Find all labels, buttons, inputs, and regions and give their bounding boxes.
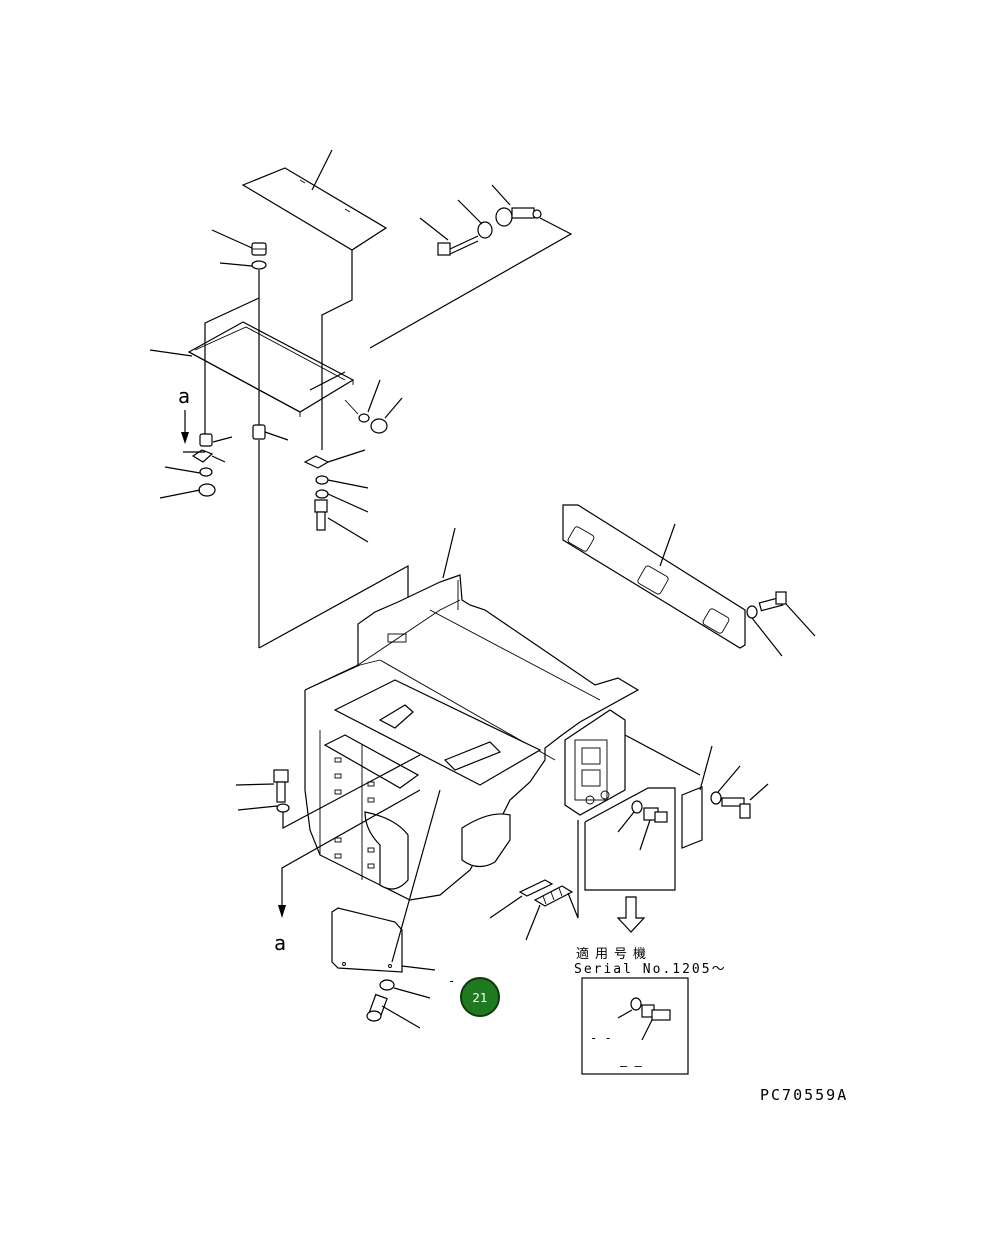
washer: [315, 475, 329, 485]
leader-line: [219, 262, 253, 267]
dash-mark: -: [448, 974, 455, 988]
down-arrow-icon: [616, 896, 646, 933]
leader-line: [401, 965, 436, 971]
leader-line: [381, 1005, 421, 1029]
connector-block: [533, 885, 574, 907]
leader-line: [149, 349, 193, 357]
leader-line: [442, 527, 456, 579]
washer: [358, 413, 370, 423]
leader-line: [699, 745, 713, 791]
inset-dash-left: - -: [590, 1031, 612, 1045]
view-arrow-bottom: [278, 905, 286, 918]
leader-line: [237, 805, 278, 811]
applicable-label: 適用号機: [576, 946, 652, 962]
leader-line: [749, 783, 769, 801]
washer: [379, 979, 395, 991]
leader-line: [235, 783, 275, 786]
leader-line: [159, 489, 201, 499]
page-badge-number: 21: [472, 991, 487, 1005]
leader-line: [384, 397, 403, 419]
washer: [631, 800, 643, 814]
leader-line: [264, 431, 289, 441]
main-frame: [304, 574, 640, 901]
nut: [370, 418, 388, 434]
spacer: [252, 424, 266, 440]
leader-line: [327, 479, 369, 489]
leader-line: [457, 199, 483, 225]
leader-line: [491, 184, 511, 206]
frame-holes: [334, 633, 407, 869]
leader-line: [327, 449, 366, 463]
washer: [276, 803, 290, 813]
spacer: [199, 433, 213, 447]
leader-line: [717, 765, 741, 793]
bolt: [643, 807, 668, 823]
leader-line: [211, 455, 226, 463]
small-cover-plate: [331, 907, 403, 973]
leader-line: [785, 603, 816, 637]
washer: [315, 489, 329, 499]
ball-joint: [495, 207, 542, 227]
bolt: [273, 769, 289, 803]
serial-label: Serial No.1205～: [574, 962, 727, 977]
view-arrow-top: [181, 410, 189, 444]
leader-line: [311, 149, 333, 191]
washer: [710, 791, 722, 805]
serial-inset-box: - - – –: [581, 977, 689, 1075]
clip: [303, 455, 330, 469]
page-badge[interactable]: 21: [460, 977, 500, 1017]
top-cover-plate: [241, 167, 388, 251]
leader-line: [419, 217, 449, 241]
washer: [746, 605, 758, 619]
bolt: [721, 797, 751, 819]
bracket: [681, 786, 703, 849]
leader-line: [751, 617, 783, 657]
bolt: [314, 499, 328, 531]
leader-line: [525, 904, 541, 941]
rear-cover-plate: [562, 504, 746, 649]
inset-dash-bottom: – –: [620, 1059, 642, 1073]
clip-strip: [518, 879, 554, 897]
leader-line: [393, 987, 431, 999]
leader-line: [639, 819, 651, 851]
access-panel: [564, 709, 626, 816]
nut: [198, 483, 216, 497]
view-label-top: a: [178, 384, 190, 408]
leader-line: [211, 229, 253, 249]
leader-line: [164, 466, 201, 474]
washer: [199, 467, 213, 477]
leader-line: [367, 379, 381, 413]
bolt: [758, 591, 787, 612]
leader-line: [212, 436, 233, 443]
leader-line: [327, 493, 369, 513]
view-label-bottom: a: [274, 931, 286, 955]
upper-floor-plate: [187, 321, 355, 417]
bolt: [366, 993, 388, 1022]
leader-line: [489, 895, 523, 919]
bolt: [437, 235, 479, 256]
nut: [251, 242, 267, 256]
leader-line: [617, 811, 635, 833]
nut: [477, 221, 493, 239]
washer: [251, 260, 267, 270]
leader-line: [327, 517, 369, 543]
leader-line: [659, 523, 676, 567]
figure-code: PC70559A: [760, 1086, 848, 1104]
